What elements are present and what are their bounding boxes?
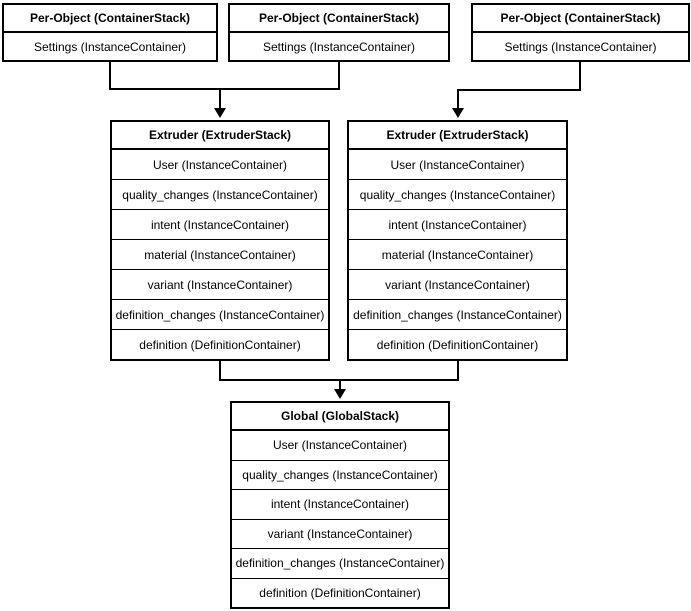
connector-line — [339, 379, 341, 390]
container-row: variant (InstanceContainer) — [232, 518, 448, 549]
container-row: User (InstanceContainer) — [272, 438, 408, 453]
extruder-stack-2: Extruder (ExtruderStack) User (InstanceC… — [347, 120, 568, 361]
arrow-down-icon — [452, 108, 464, 118]
container-row: Settings (InstanceContainer) — [33, 39, 187, 54]
container-row: quality_changes (InstanceContainer) — [349, 179, 566, 209]
container-row: material (InstanceContainer) — [112, 239, 328, 269]
stack-title: Global (GlobalStack) — [232, 403, 448, 431]
container-row: intent (InstanceContainer) — [112, 209, 328, 239]
container-row: quality_changes (InstanceContainer) — [232, 459, 448, 490]
arrow-down-icon — [334, 389, 346, 399]
global-stack: Global (GlobalStack) User (InstanceConta… — [230, 401, 450, 609]
container-row: definition (DefinitionContainer) — [112, 329, 328, 359]
connector-line — [109, 88, 340, 90]
connector-line — [457, 89, 459, 108]
stack-title: Per-Object (ContainerStack) — [230, 5, 448, 33]
stack-title: Extruder (ExtruderStack) — [349, 122, 566, 150]
container-row: intent (InstanceContainer) — [349, 209, 566, 239]
container-row: definition_changes (InstanceContainer) — [112, 299, 328, 329]
connector-line — [579, 62, 581, 91]
container-row: User (InstanceContainer) — [390, 157, 525, 172]
stack-title: Per-Object (ContainerStack) — [473, 5, 688, 33]
container-row: variant (InstanceContainer) — [349, 269, 566, 299]
container-row: definition_changes (InstanceContainer) — [232, 548, 448, 578]
per-object-stack-2: Per-Object (ContainerStack) Settings (In… — [228, 3, 450, 62]
connector-line — [338, 62, 340, 89]
container-row: Settings (InstanceContainer) — [504, 39, 657, 54]
container-row: definition_changes (InstanceContainer) — [349, 299, 566, 329]
connector-line — [219, 88, 221, 108]
container-row: intent (InstanceContainer) — [232, 489, 448, 519]
stack-title: Extruder (ExtruderStack) — [112, 122, 328, 150]
container-row: User (InstanceContainer) — [152, 157, 288, 172]
connector-line — [457, 89, 581, 91]
container-row: quality_changes (InstanceContainer) — [112, 179, 328, 209]
extruder-stack-1: Extruder (ExtruderStack) User (InstanceC… — [110, 120, 330, 361]
per-object-stack-1: Per-Object (ContainerStack) Settings (In… — [2, 3, 218, 62]
arrow-down-icon — [214, 108, 226, 118]
connector-line — [219, 361, 221, 381]
stack-title: Per-Object (ContainerStack) — [4, 5, 216, 33]
connector-line — [109, 62, 111, 89]
container-row: variant (InstanceContainer) — [112, 269, 328, 299]
per-object-stack-3: Per-Object (ContainerStack) Settings (In… — [471, 3, 690, 62]
container-row: definition (DefinitionContainer) — [349, 329, 566, 359]
container-row: Settings (InstanceContainer) — [262, 39, 416, 54]
container-row: material (InstanceContainer) — [349, 239, 566, 269]
container-row: definition (DefinitionContainer) — [232, 577, 448, 608]
connector-line — [457, 361, 459, 381]
